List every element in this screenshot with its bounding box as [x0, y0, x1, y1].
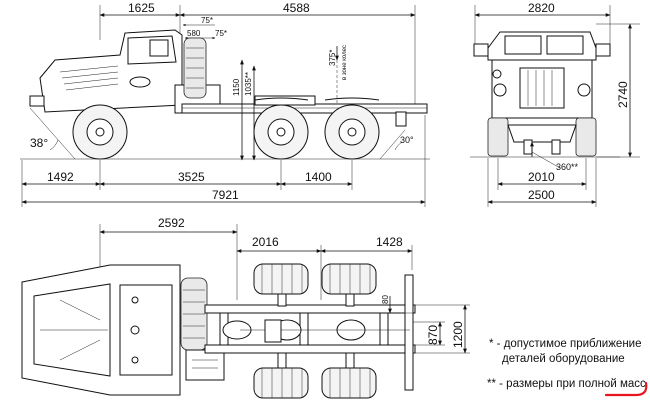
dim-1625: 1625 [128, 1, 155, 15]
dim-1200: 1200 [451, 321, 465, 348]
dim-1492: 1492 [47, 170, 74, 184]
footnotes: * - допустимое приближение деталей обору… [487, 338, 646, 390]
note-approach-cont: деталей оборудование [502, 353, 625, 365]
note-approach: * - допустимое приближение [489, 338, 642, 350]
dim-2010: 2010 [528, 170, 555, 184]
dim-4588: 4588 [283, 1, 310, 15]
side-wheels [72, 97, 380, 160]
front-view: 2820 2740 360* [470, 1, 640, 207]
dim-1428: 1428 [376, 235, 403, 249]
dim-1150: 1150 [232, 78, 241, 96]
truck-cab [29, 29, 221, 114]
dim-360: 360** [556, 162, 579, 172]
angle-30: 30° [400, 135, 414, 145]
dim-580: 580 [187, 29, 201, 38]
top-right-dimensions: 80 870 1200 [381, 295, 470, 354]
dim-3525: 3525 [178, 170, 205, 184]
dim-1035: 1035** [244, 72, 253, 96]
dim-7921: 7921 [212, 188, 239, 202]
dim-870: 870 [426, 325, 440, 345]
front-dimensions: 2740 360** 2010 2500 [470, 23, 640, 207]
dim-80: 80 [381, 295, 390, 304]
top-view: 2592 2016 1428 [21, 216, 470, 399]
dim-2500: 2500 [528, 188, 555, 202]
front-top-dimension: 2820 [474, 1, 611, 45]
side-top-dimensions: 1625 4588 75* 580 75* [99, 1, 416, 108]
dim-375-note: в зоне колес [342, 45, 348, 80]
dim-2740: 2740 [616, 81, 630, 108]
note-full-mass: ** - размеры при полной масс [487, 378, 646, 390]
side-bottom-dimensions: 1492 3525 1400 7921 [21, 115, 426, 207]
red-correction-mark [604, 381, 648, 397]
side-vertical-dimensions: 1150 1035** 375* в зоне колес [232, 45, 348, 161]
side-ground: 38° 30° [20, 107, 430, 160]
dim-1400: 1400 [305, 170, 332, 184]
dim-2820: 2820 [528, 1, 555, 15]
dim-75-top: 75* [201, 16, 213, 25]
dim-2016: 2016 [252, 235, 279, 249]
dim-375: 375* [328, 50, 337, 66]
angle-38: 38° [30, 136, 48, 150]
top-body [21, 263, 416, 399]
side-view: 1625 4588 75* 580 75* [20, 1, 430, 207]
dim-75-bottom: 75* [215, 29, 227, 38]
dim-2592: 2592 [158, 216, 185, 230]
front-body [473, 31, 611, 157]
top-dimensions: 2592 2016 1428 [99, 216, 413, 300]
